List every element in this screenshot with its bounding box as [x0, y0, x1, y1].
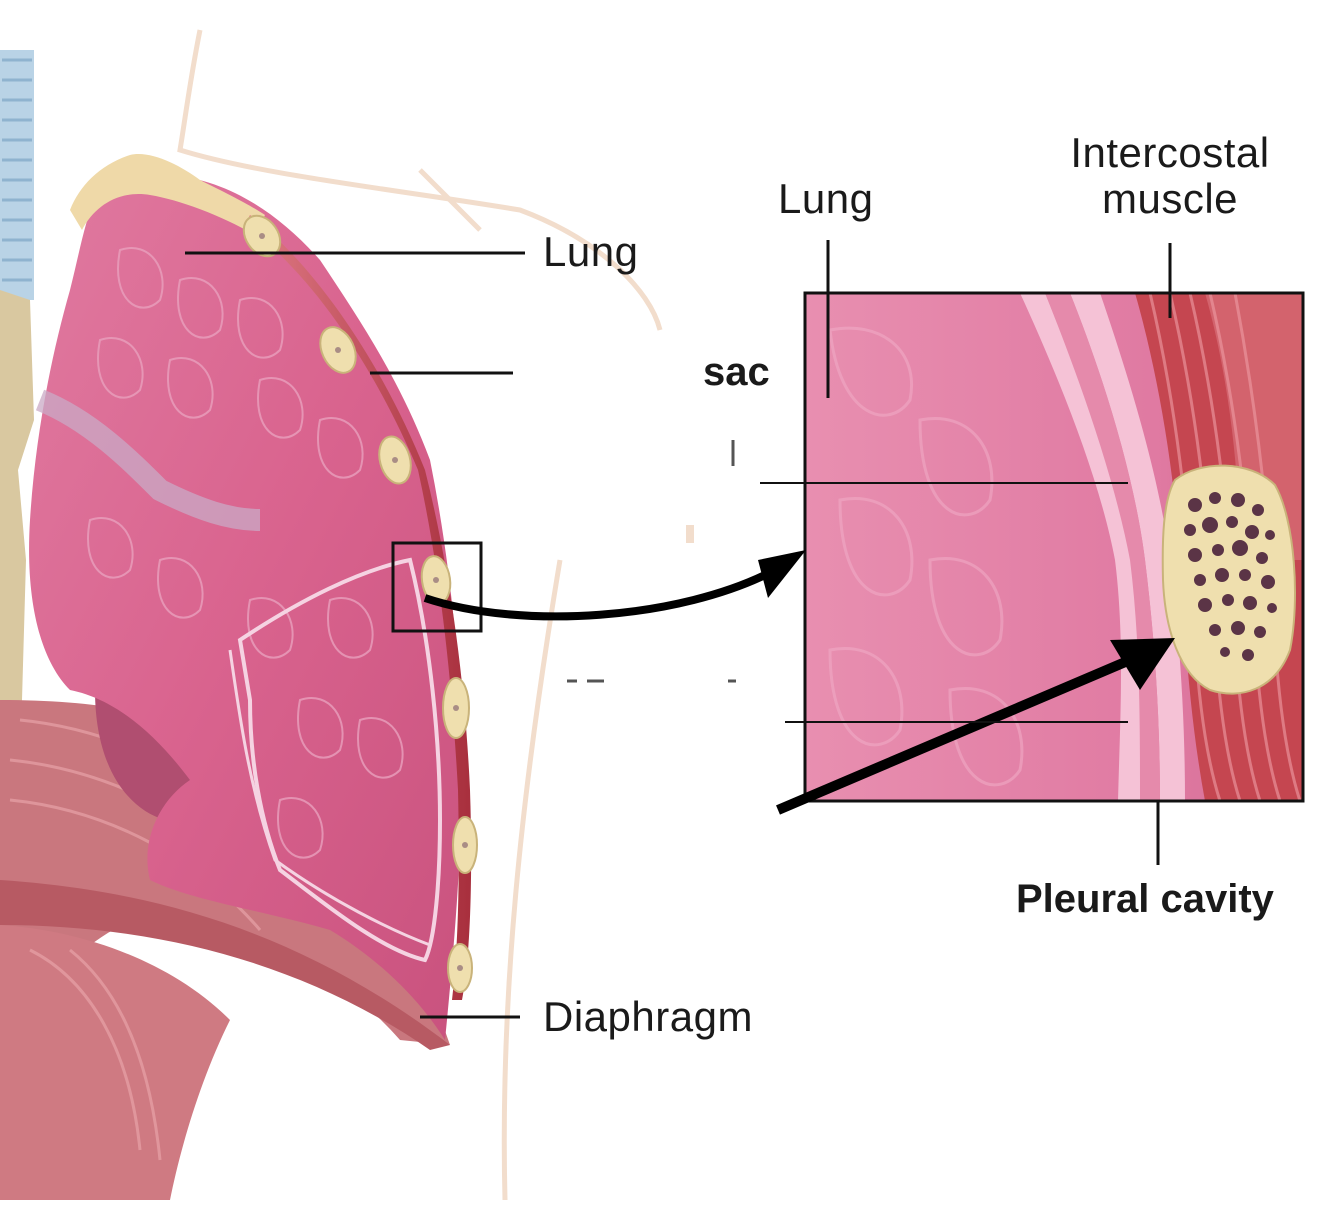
label-lung-inset: Lung	[778, 175, 873, 223]
label-lung-left: Lung	[543, 228, 638, 276]
inset-illustration	[805, 293, 1303, 801]
zoom-arrow-head	[758, 550, 806, 598]
label-sac: sac	[703, 350, 770, 395]
label-intercostal-line2: muscle	[1060, 176, 1280, 222]
label-intercostal-muscle: Intercostal muscle	[1060, 130, 1280, 222]
label-diaphragm: Diaphragm	[543, 993, 753, 1041]
remnant-marks	[567, 440, 736, 681]
label-pleural-cavity: Pleural cavity	[1016, 877, 1274, 922]
remnant-mark	[686, 525, 694, 543]
label-intercostal-line1: Intercostal	[1060, 130, 1280, 176]
zoom-arrow	[425, 570, 775, 616]
